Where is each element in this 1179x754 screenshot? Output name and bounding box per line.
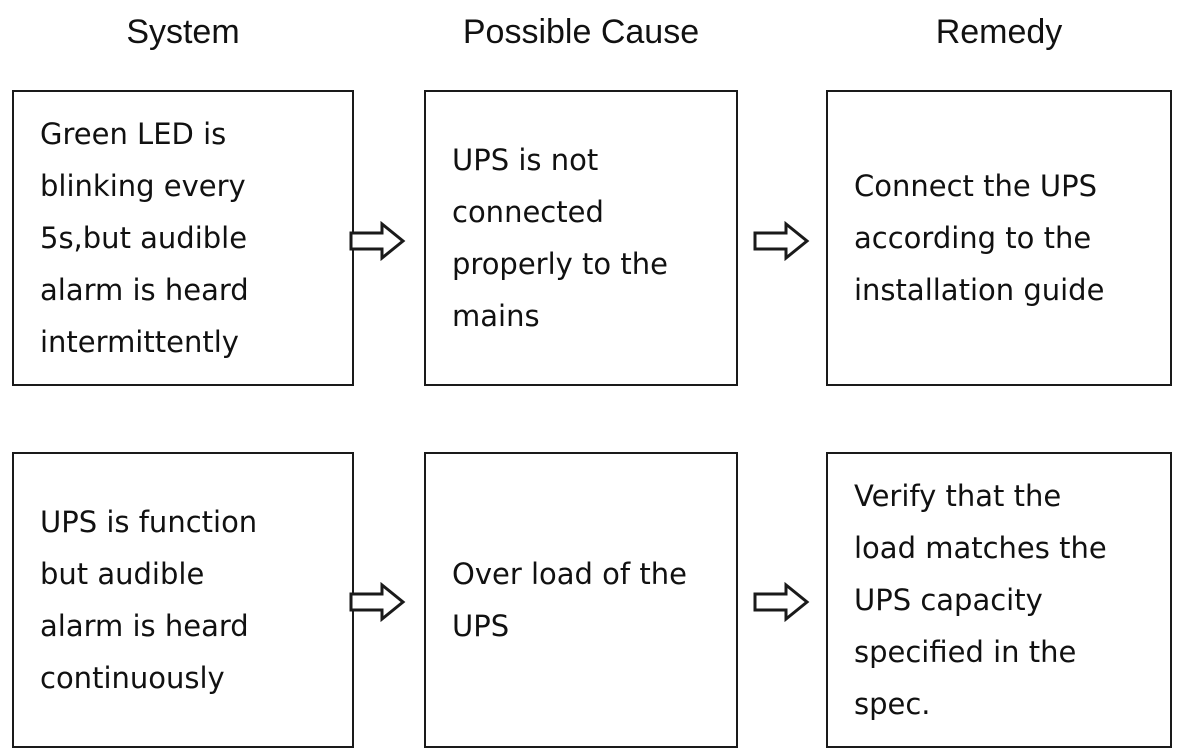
row-1-remedy-box: Connect the UPS according to the install… bbox=[826, 90, 1172, 386]
row-1-remedy-text: Connect the UPS according to the install… bbox=[854, 169, 1105, 307]
right-hollow-arrow-icon bbox=[349, 582, 406, 622]
row-2-cause-box: Over load of the UPS bbox=[424, 452, 738, 748]
header-system: System bbox=[126, 13, 240, 51]
row-1-cause-text: UPS is not connected properly to the mai… bbox=[452, 143, 668, 333]
right-hollow-arrow-icon bbox=[349, 221, 406, 261]
row-2-remedy-text: Verify that the load matches the UPS cap… bbox=[854, 479, 1107, 721]
row-2-system-text: UPS is function but audible alarm is hea… bbox=[40, 505, 258, 695]
row-2-remedy-box: Verify that the load matches the UPS cap… bbox=[826, 452, 1172, 748]
header-remedy: Remedy bbox=[935, 13, 1063, 51]
row-2-arrow-1 bbox=[348, 582, 406, 622]
row-1-arrow-2 bbox=[752, 221, 810, 261]
row-1-arrow-1 bbox=[348, 221, 406, 261]
row-1-system-box: Green LED is blinking every 5s,but audib… bbox=[12, 90, 354, 386]
right-hollow-arrow-icon bbox=[753, 582, 810, 622]
row-2-cause-text: Over load of the UPS bbox=[452, 557, 687, 643]
row-1-cause-box: UPS is not connected properly to the mai… bbox=[424, 90, 738, 386]
row-2-arrow-2 bbox=[752, 582, 810, 622]
row-2-system-box: UPS is function but audible alarm is hea… bbox=[12, 452, 354, 748]
header-possible-cause: Possible Cause bbox=[462, 13, 700, 51]
row-1-system-text: Green LED is blinking every 5s,but audib… bbox=[40, 117, 249, 359]
right-hollow-arrow-icon bbox=[753, 221, 810, 261]
